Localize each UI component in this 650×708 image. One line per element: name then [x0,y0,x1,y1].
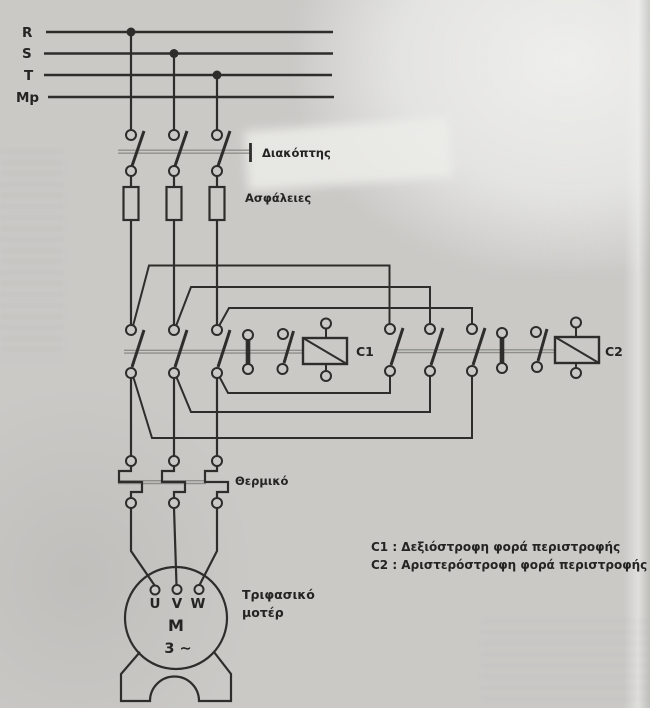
contactor-c2: C2 [384,316,623,379]
fuse-1 [122,185,140,222]
motor-base [119,651,233,703]
join-c1p1-c2p3 [132,375,473,439]
thermal-feed-wires [129,378,219,457]
feed-c2-pole3 [218,307,473,327]
main-switch: Διακόπτης [118,129,331,177]
terminal-label-v: V [172,596,183,612]
thermal-elements [117,466,230,498]
c2-linkage [394,349,555,354]
tap-drop-wires [129,32,219,130]
join-c1p3-c2p1 [218,375,391,394]
bus-labels: R S T Mp [16,25,39,106]
motor-body [123,565,229,671]
bus-label-r: R [22,25,33,41]
top-crossover-wires [132,264,473,327]
thermal-relay: Θερμικό [117,378,289,509]
motor-phase: 3 ∼ [164,641,191,657]
motor-symbol: M [168,616,184,635]
thermal-label: Θερμικό [235,474,289,488]
fuse-wires [129,176,219,325]
fuse-section: Ασφάλειες [122,176,311,325]
bus-label-s: S [22,46,32,62]
fuses-label: Ασφάλειες [245,191,311,205]
c1-blades [130,329,295,368]
c2-terminals [384,323,543,377]
c1-label: C1 [356,344,374,359]
legend: C1 : Δεξιόστροφη φορά περιστροφής C2 : Α… [371,540,647,572]
motor-feed-wires [129,507,219,587]
legend-c2: C2 : Αριστερόστροφη φορά περιστροφής [371,558,647,572]
terminal-label-w: W [191,596,206,612]
join-c1p2-c2p2 [175,375,431,413]
motor: U V W M 3 ∼ Τριφασικό μοτέρ [119,507,315,703]
c1-coil [301,317,349,382]
c1-terminals [125,324,289,379]
motor-terminal-labels: U V W [150,596,206,612]
feed-c2-pole1 [132,264,391,327]
feed-c2-pole2 [175,286,431,327]
fuse-3 [208,185,226,222]
fuse-bodies [122,185,226,222]
motor-terminals [149,584,205,596]
switch-label: Διακόπτης [262,146,331,160]
bus-label-mp: Mp [16,90,39,106]
motor-label-line2: μοτέρ [242,605,284,620]
supply-bus [44,30,334,99]
contactor-c1: C1 [124,317,374,382]
fuse-2 [165,185,183,222]
terminal-label-u: U [150,596,161,612]
c1-linkage [124,349,303,354]
motor-label-line1: Τριφασικό [242,587,315,602]
switch-linkage-bar [118,149,249,154]
c2-label: C2 [605,344,623,359]
legend-c1: C1 : Δεξιόστροφη φορά περιστροφής [371,540,620,554]
c2-coil [553,316,601,379]
bus-taps [126,27,222,80]
bus-label-t: T [24,68,34,84]
c2-blades [389,327,549,366]
bottom-crossover-wires [132,375,473,439]
switch-blades [130,130,232,167]
